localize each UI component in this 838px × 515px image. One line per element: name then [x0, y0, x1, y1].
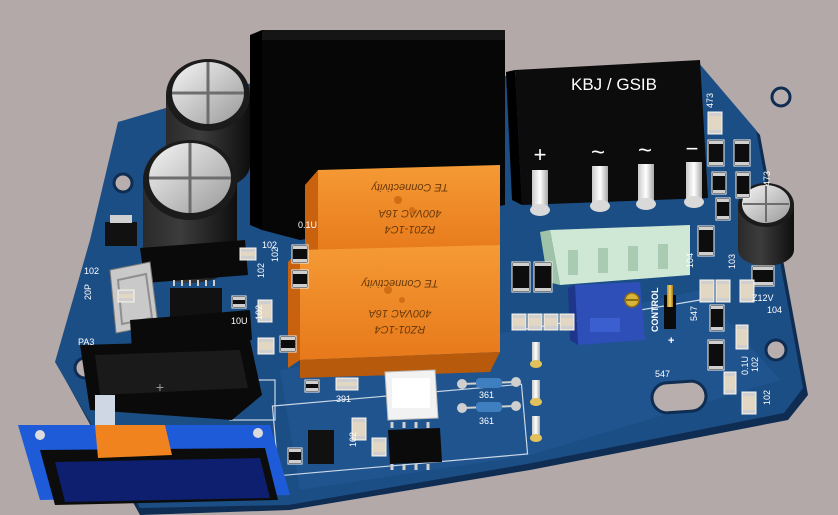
- silk-label: 102: [256, 263, 266, 278]
- smd-part: [735, 324, 749, 350]
- through-hole-pins: [530, 342, 542, 442]
- smd-part: [735, 171, 751, 199]
- z12v-label: Z12V: [752, 293, 774, 303]
- silk-label: 391: [336, 394, 351, 404]
- smd-part: [715, 279, 731, 303]
- mounting-hole: [112, 172, 134, 194]
- bridge-pin-label: ~: [591, 139, 605, 166]
- smd-part: [697, 225, 715, 257]
- smd-part: [335, 377, 359, 391]
- relay-rating: 400VAC 16A: [379, 207, 442, 219]
- pin-header-row: [140, 237, 248, 283]
- control-label: CONTROL: [650, 287, 660, 332]
- silk-label: 104: [685, 253, 695, 268]
- smd-part: [239, 247, 257, 261]
- header-connector-housing: +: [80, 340, 262, 420]
- sot-chip: [308, 430, 334, 464]
- bridge-pin-label: ~: [638, 137, 652, 164]
- silk-label: 473: [705, 93, 715, 108]
- svg-text:+: +: [156, 379, 164, 395]
- silk-label: 103: [727, 254, 737, 269]
- smd-part: [723, 371, 737, 395]
- smd-part: [304, 379, 320, 393]
- relay-part-number: RZ01-1C4: [385, 223, 436, 235]
- electrolytic-capacitor-small: [738, 183, 794, 266]
- smd-part: [709, 304, 725, 332]
- smd-part: [711, 171, 727, 195]
- relay-part-number: RZ01-1C4: [375, 323, 426, 335]
- optocoupler: [384, 369, 439, 421]
- silk-label: 10U: [231, 316, 248, 326]
- bridge-label: KBJ / GSIB: [571, 75, 657, 94]
- smd-part: [351, 417, 367, 441]
- smd-components: [117, 111, 775, 465]
- silk-label: 473: [762, 171, 772, 186]
- smd-part: [511, 313, 527, 331]
- trimmer-potentiometer: [568, 282, 645, 345]
- smd-part: [231, 295, 247, 309]
- oled-display-module: [18, 395, 290, 505]
- pin-header-row: [130, 310, 252, 350]
- silk-label: 102: [270, 247, 280, 262]
- control-header: CONTROL +: [650, 285, 676, 347]
- silk-label: 102: [348, 432, 358, 447]
- relay: RZ01-1C4 400VAC 16A TE Connectivity: [305, 165, 500, 265]
- smd-part: [699, 279, 715, 303]
- smd-part: [741, 391, 757, 415]
- smd-part: [533, 261, 553, 293]
- silk-label: 102: [254, 305, 264, 320]
- smd-part: [707, 139, 725, 167]
- board-slot: [650, 379, 708, 415]
- relay-brand: TE Connectivity: [360, 277, 439, 289]
- bridge-pins: [530, 162, 704, 216]
- smd-part: [279, 335, 297, 353]
- relay-brand: TE Connectivity: [370, 181, 449, 193]
- silk-label: 102: [262, 240, 277, 250]
- voltage-regulator: [105, 215, 137, 246]
- smd-part: [559, 313, 575, 331]
- silk-label: 547: [655, 369, 670, 379]
- smd-part: [707, 111, 723, 135]
- smd-part: [527, 313, 543, 331]
- axial-resistor: [457, 401, 521, 413]
- bridge-rectifier: KBJ / GSIB + ~ ~ −: [506, 60, 708, 216]
- smd-part: [257, 299, 273, 323]
- silk-label: 20P: [83, 284, 93, 300]
- mounting-hole: [764, 338, 788, 362]
- control-plus-label: +: [668, 335, 674, 347]
- power-ic: [388, 422, 442, 470]
- silk-label: 104: [767, 305, 782, 315]
- smd-part: [739, 279, 755, 303]
- silk-label: 361: [479, 390, 494, 400]
- smd-part: [117, 289, 135, 303]
- terminal-block: [540, 225, 690, 285]
- bridge-pin-label: +: [534, 142, 547, 167]
- bridge-pin-label: −: [686, 136, 699, 161]
- silk-label: 0.1U: [298, 220, 317, 230]
- silk-label: 102: [762, 390, 772, 405]
- silk-label: 361: [479, 416, 494, 426]
- pa3-label: PA3: [78, 337, 94, 347]
- smd-part: [257, 337, 275, 355]
- relay: RZ01-1C4 400VAC 16A TE Connectivity: [288, 245, 500, 378]
- smd-part: [715, 197, 731, 221]
- smd-part: [707, 339, 725, 371]
- smd-part: [291, 269, 309, 289]
- smd-part: [287, 447, 303, 465]
- silk-label: 102: [750, 357, 760, 372]
- smd-part: [543, 313, 559, 331]
- smd-part: [291, 244, 309, 264]
- silk-label: 102: [84, 266, 99, 276]
- relay-rating: 400VAC 16A: [369, 307, 432, 319]
- smd-part: [371, 437, 387, 457]
- silk-label: 547: [689, 306, 699, 321]
- axial-resistor: [457, 377, 521, 389]
- silkscreen-labels: 473 473 102 102 102 102 102 102 102 102 …: [78, 93, 782, 447]
- silk-label: 0.1U: [740, 356, 750, 375]
- smd-part: [733, 139, 751, 167]
- smd-part: [511, 261, 531, 293]
- smd-part: [751, 265, 775, 287]
- mounting-hole: [770, 86, 792, 108]
